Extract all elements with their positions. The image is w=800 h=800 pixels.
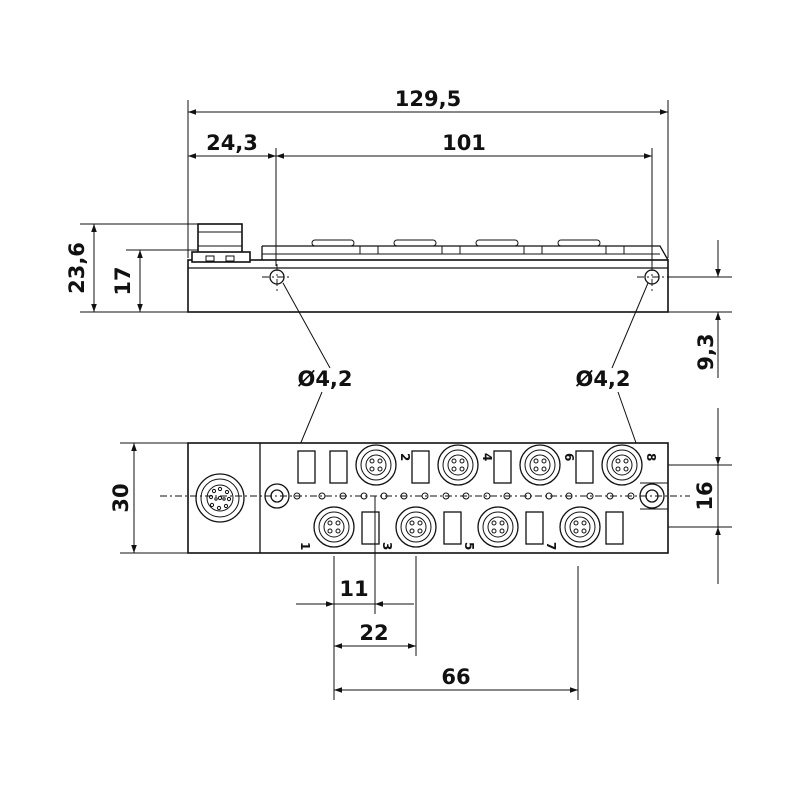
port-3-connector — [395, 506, 437, 548]
dim-connector-offset-label: 24,3 — [206, 131, 258, 155]
dim-overall-length: 129,5 — [188, 87, 668, 115]
port-8-connector — [601, 444, 643, 486]
dim-left-heights: 23,6 17 — [65, 223, 198, 313]
extension-lines-bottom — [333, 496, 579, 700]
dim-port-offset: 11 — [296, 577, 414, 607]
dim-overall-length-label: 129,5 — [395, 87, 461, 111]
dim-port-span-label: 66 — [441, 665, 470, 689]
port-label-4: 4 — [480, 453, 494, 461]
dim-port-offset-label: 11 — [339, 577, 368, 601]
hole-diameter-right-label: Ø4,2 — [575, 367, 630, 391]
dim-connector-offset: 24,3 — [188, 131, 276, 159]
port-1-connector — [313, 506, 355, 548]
dim-total-height-label: 23,6 — [65, 242, 89, 294]
port-4-connector — [437, 444, 479, 486]
hole-diameter-callouts: Ø4,2 Ø4,2 — [281, 282, 653, 489]
dim-port-pitch-label: 22 — [359, 621, 388, 645]
dim-width-label: 30 — [109, 483, 133, 512]
ports-bottom-row — [313, 506, 601, 548]
port-label-1: 1 — [298, 542, 312, 550]
top-view: 2 4 6 8 1 3 5 7 — [160, 442, 690, 554]
dim-body-height-label: 17 — [111, 266, 135, 295]
dim-port-pitch: 22 — [334, 621, 416, 649]
m12-connector-side — [191, 223, 251, 263]
side-top-plate — [261, 239, 669, 261]
dim-hole-height-label: 9,3 — [694, 333, 718, 370]
port-label-2: 2 — [398, 453, 412, 461]
side-body — [187, 259, 669, 313]
port-5-connector — [477, 506, 519, 548]
hole-diameter-left-label: Ø4,2 — [297, 367, 352, 391]
ports-top-row — [355, 444, 643, 486]
label-windows-bottom — [361, 511, 624, 545]
dim-hole-spacing: 101 — [276, 131, 652, 159]
port-label-6: 6 — [562, 453, 576, 461]
port-label-7: 7 — [544, 542, 558, 550]
port-label-8: 8 — [644, 453, 658, 461]
label-windows-top — [297, 450, 594, 484]
side-view — [187, 223, 669, 313]
dim-hole-height: 9,3 — [668, 240, 732, 378]
dim-hole-spacing-label: 101 — [442, 131, 486, 155]
port-label-5: 5 — [462, 542, 476, 550]
m12-connector-top — [195, 473, 245, 523]
dim-port-span: 66 — [334, 665, 578, 693]
extension-lines-top — [187, 100, 669, 266]
port-7-connector — [559, 506, 601, 548]
dim-row-spacing-label: 16 — [693, 481, 717, 510]
dim-row-spacing: 16 — [668, 408, 732, 584]
side-port-domes — [311, 239, 625, 255]
dim-width: 30 — [109, 442, 188, 554]
port-label-3: 3 — [380, 542, 394, 550]
port-6-connector — [519, 444, 561, 486]
port-2-connector — [355, 444, 397, 486]
